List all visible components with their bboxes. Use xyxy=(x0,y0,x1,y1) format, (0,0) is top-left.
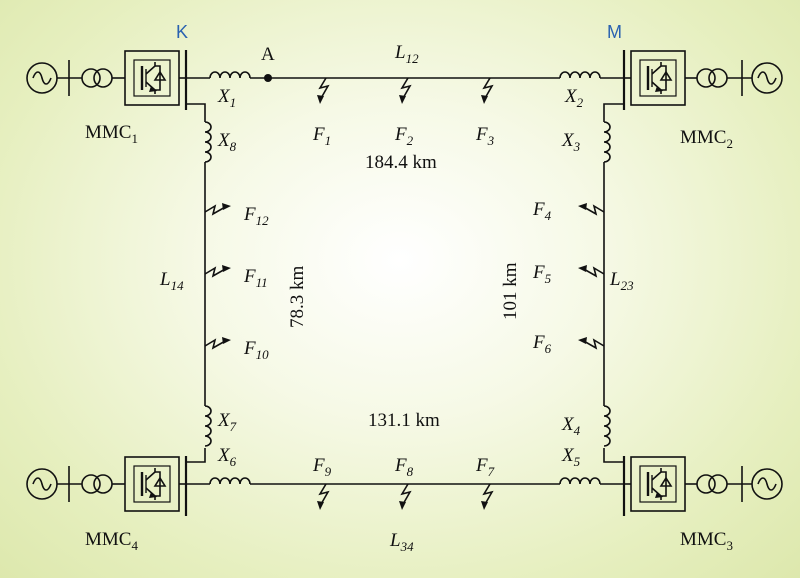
reactor-x5-icon xyxy=(559,477,601,485)
reactor-x6-icon xyxy=(209,477,251,485)
x1-label: X1 xyxy=(217,86,236,110)
reactor-x2-icon xyxy=(559,71,601,79)
fault-f11-icon xyxy=(204,264,232,277)
f10-label: F10 xyxy=(243,338,269,362)
station-mmc3 xyxy=(559,405,783,516)
f11-label: F11 xyxy=(243,266,268,290)
mmc4-label: MMC4 xyxy=(85,529,138,553)
l12-label: L12 xyxy=(394,42,419,66)
x7-label: X7 xyxy=(217,410,237,434)
transformer-icon xyxy=(696,68,728,88)
ac-source-icon xyxy=(26,62,58,94)
node-k-label: K xyxy=(176,22,188,42)
f5-label: F5 xyxy=(532,262,552,286)
f12-label: F12 xyxy=(243,204,269,228)
l23-length: 101 km xyxy=(500,262,521,320)
mmc-converter-icon xyxy=(629,49,687,107)
reactor-x7-icon xyxy=(204,405,212,447)
node-a-dot xyxy=(264,74,272,82)
mmc-converter-icon xyxy=(123,49,181,107)
l14-length: 78.3 km xyxy=(287,266,308,329)
fault-f5-icon xyxy=(577,264,605,277)
fault-f6-icon xyxy=(577,336,605,349)
f7-label: F7 xyxy=(475,455,495,479)
station-mmc4 xyxy=(26,405,251,516)
l34-label: L34 xyxy=(389,530,414,554)
f4-label: F4 xyxy=(532,199,552,223)
mmc3-label: MMC3 xyxy=(680,529,733,553)
fault-f7-icon xyxy=(480,483,493,511)
transformer-icon xyxy=(81,474,113,494)
transformer-icon xyxy=(696,474,728,494)
l12-length: 184.4 km xyxy=(365,152,437,173)
x2-label: X2 xyxy=(564,86,584,110)
ac-source-icon xyxy=(751,468,783,500)
reactor-x8-icon xyxy=(204,121,212,163)
reactor-x4-icon xyxy=(603,405,611,447)
fault-f1-icon xyxy=(316,77,329,105)
mmc1-label: MMC1 xyxy=(85,122,138,146)
ac-source-icon xyxy=(751,62,783,94)
ac-source-icon xyxy=(26,468,58,500)
fault-f8-icon xyxy=(398,483,411,511)
f1-label: F1 xyxy=(312,124,331,148)
x8-label: X8 xyxy=(217,130,237,154)
fault-f3-icon xyxy=(480,77,493,105)
fault-f10-icon xyxy=(204,336,232,349)
transformer-icon xyxy=(81,68,113,88)
x5-label: X5 xyxy=(561,445,581,469)
fault-f4-icon xyxy=(577,202,605,215)
x3-label: X3 xyxy=(561,130,581,154)
f2-label: F2 xyxy=(394,124,414,148)
f8-label: F8 xyxy=(394,455,414,479)
fault-f9-icon xyxy=(316,483,329,511)
f6-label: F6 xyxy=(532,332,552,356)
fault-f12-icon xyxy=(204,202,232,215)
mmc2-label: MMC2 xyxy=(680,127,733,151)
l34-length: 131.1 km xyxy=(368,410,440,431)
l23-label: L23 xyxy=(609,269,634,293)
l14-label: L14 xyxy=(159,269,184,293)
f3-label: F3 xyxy=(475,124,495,148)
station-mmc2 xyxy=(559,49,783,163)
f9-label: F9 xyxy=(312,455,332,479)
mmc-converter-icon xyxy=(123,455,181,513)
reactor-x3-icon xyxy=(603,121,611,163)
mmc-converter-icon xyxy=(629,455,687,513)
x4-label: X4 xyxy=(561,414,581,438)
node-a-label: A xyxy=(261,44,275,65)
fault-f2-icon xyxy=(398,77,411,105)
x6-label: X6 xyxy=(217,445,237,469)
reactor-x1-icon xyxy=(209,71,251,79)
station-mmc1 xyxy=(26,49,251,163)
node-m-label: M xyxy=(607,22,622,42)
